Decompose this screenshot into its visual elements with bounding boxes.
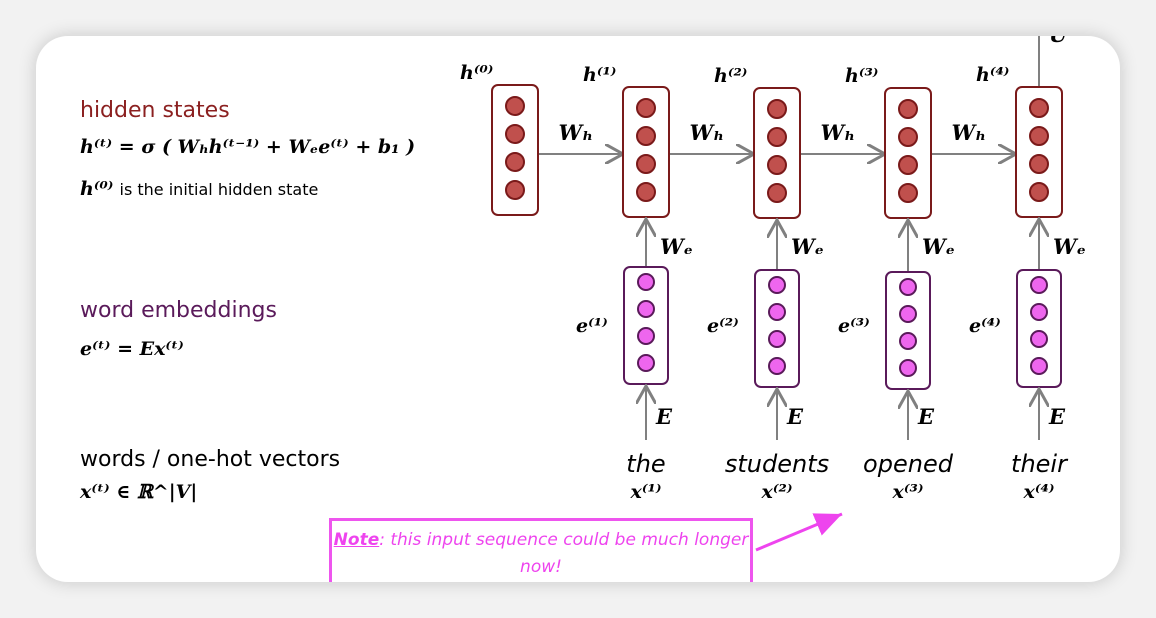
words-title: words / one-hot vectors bbox=[80, 447, 341, 472]
hidden-label: h⁽²⁾ bbox=[714, 65, 747, 87]
embedding-unit bbox=[768, 330, 786, 348]
hidden-unit bbox=[505, 152, 525, 172]
e-matrix-label: E bbox=[1048, 404, 1066, 429]
embedding-unit bbox=[1030, 303, 1048, 321]
we-label: Wₑ bbox=[922, 234, 955, 259]
embedding-unit bbox=[637, 273, 655, 291]
hidden-unit bbox=[1029, 98, 1049, 118]
wh-label: Wₕ bbox=[559, 120, 594, 145]
input-word: students bbox=[725, 450, 829, 478]
e-matrix-label: E bbox=[655, 404, 673, 429]
hidden-state-equation: h⁽ᵗ⁾ = σ ( Wₕh⁽ᵗ⁻¹⁾ + Wₑe⁽ᵗ⁾ + b₁ ) bbox=[80, 136, 416, 158]
embedding-label: e⁽³⁾ bbox=[838, 315, 870, 337]
embedding-unit bbox=[768, 276, 786, 294]
wh-label: Wₕ bbox=[821, 120, 856, 145]
x-label: x⁽³⁾ bbox=[892, 481, 924, 503]
hidden-unit bbox=[898, 183, 918, 203]
embedding-unit bbox=[899, 278, 917, 296]
embedding-unit bbox=[1030, 357, 1048, 375]
note-pointer-arrow bbox=[755, 512, 843, 552]
hidden-label: h⁽⁰⁾ bbox=[460, 62, 493, 84]
hidden-unit bbox=[767, 155, 787, 175]
wh-label: Wₕ bbox=[952, 120, 987, 145]
hidden-label: h⁽³⁾ bbox=[845, 65, 878, 87]
hidden-unit bbox=[898, 99, 918, 119]
hidden-unit bbox=[636, 98, 656, 118]
embedding-unit bbox=[899, 332, 917, 350]
hidden-unit bbox=[898, 155, 918, 175]
embedding-label: e⁽⁴⁾ bbox=[969, 315, 1001, 337]
initial-hidden-note: h⁽⁰⁾ is the initial hidden state bbox=[80, 178, 318, 200]
hidden-unit bbox=[636, 126, 656, 146]
embedding-unit bbox=[1030, 276, 1048, 294]
embedding-unit bbox=[899, 305, 917, 323]
hidden-unit bbox=[505, 180, 525, 200]
hidden-state-box bbox=[491, 84, 539, 216]
input-word: the bbox=[626, 450, 665, 478]
hidden-unit bbox=[636, 154, 656, 174]
e-matrix-label: E bbox=[786, 404, 804, 429]
x-label: x⁽¹⁾ bbox=[630, 481, 662, 503]
embedding-unit bbox=[637, 327, 655, 345]
hidden-unit bbox=[767, 183, 787, 203]
hidden-unit bbox=[636, 182, 656, 202]
embedding-unit bbox=[1030, 330, 1048, 348]
word-embeddings-title: word embeddings bbox=[80, 298, 277, 323]
hidden-unit bbox=[767, 127, 787, 147]
we-label: Wₑ bbox=[660, 234, 693, 259]
hidden-states-title: hidden states bbox=[80, 98, 230, 123]
slide-card: hidden states h⁽ᵗ⁾ = σ ( Wₕh⁽ᵗ⁻¹⁾ + Wₑe⁽… bbox=[36, 36, 1120, 582]
hidden-unit bbox=[505, 96, 525, 116]
h0-symbol: h⁽⁰⁾ bbox=[80, 178, 114, 200]
embedding-equation: e⁽ᵗ⁾ = Ex⁽ᵗ⁾ bbox=[80, 338, 184, 360]
note-text: : this input sequence could be much long… bbox=[379, 530, 749, 577]
hidden-unit bbox=[767, 99, 787, 119]
input-word: their bbox=[1011, 450, 1069, 478]
input-word: opened bbox=[863, 450, 954, 478]
embedding-unit bbox=[768, 357, 786, 375]
embedding-unit bbox=[637, 354, 655, 372]
hidden-unit bbox=[1029, 126, 1049, 146]
h0-text: is the initial hidden state bbox=[119, 180, 319, 199]
output-label: U bbox=[1049, 36, 1069, 47]
hidden-unit bbox=[505, 124, 525, 144]
words-equation: x⁽ᵗ⁾ ∈ ℝ^|V| bbox=[80, 481, 198, 503]
note-box: Note: this input sequence could be much … bbox=[329, 518, 753, 582]
embedding-unit bbox=[768, 303, 786, 321]
hidden-label: h⁽¹⁾ bbox=[583, 64, 616, 86]
embedding-label: e⁽¹⁾ bbox=[576, 315, 608, 337]
hidden-unit bbox=[1029, 182, 1049, 202]
we-label: Wₑ bbox=[1053, 234, 1086, 259]
embedding-label: e⁽²⁾ bbox=[707, 315, 739, 337]
hidden-label: h⁽⁴⁾ bbox=[976, 64, 1009, 86]
x-label: x⁽⁴⁾ bbox=[1023, 481, 1055, 503]
we-label: Wₑ bbox=[791, 234, 824, 259]
embedding-unit bbox=[637, 300, 655, 318]
embedding-unit bbox=[899, 359, 917, 377]
hidden-unit bbox=[1029, 154, 1049, 174]
wh-label: Wₕ bbox=[690, 120, 725, 145]
x-label: x⁽²⁾ bbox=[761, 481, 793, 503]
hidden-unit bbox=[898, 127, 918, 147]
note-bold: Note bbox=[333, 530, 380, 550]
e-matrix-label: E bbox=[917, 404, 935, 429]
